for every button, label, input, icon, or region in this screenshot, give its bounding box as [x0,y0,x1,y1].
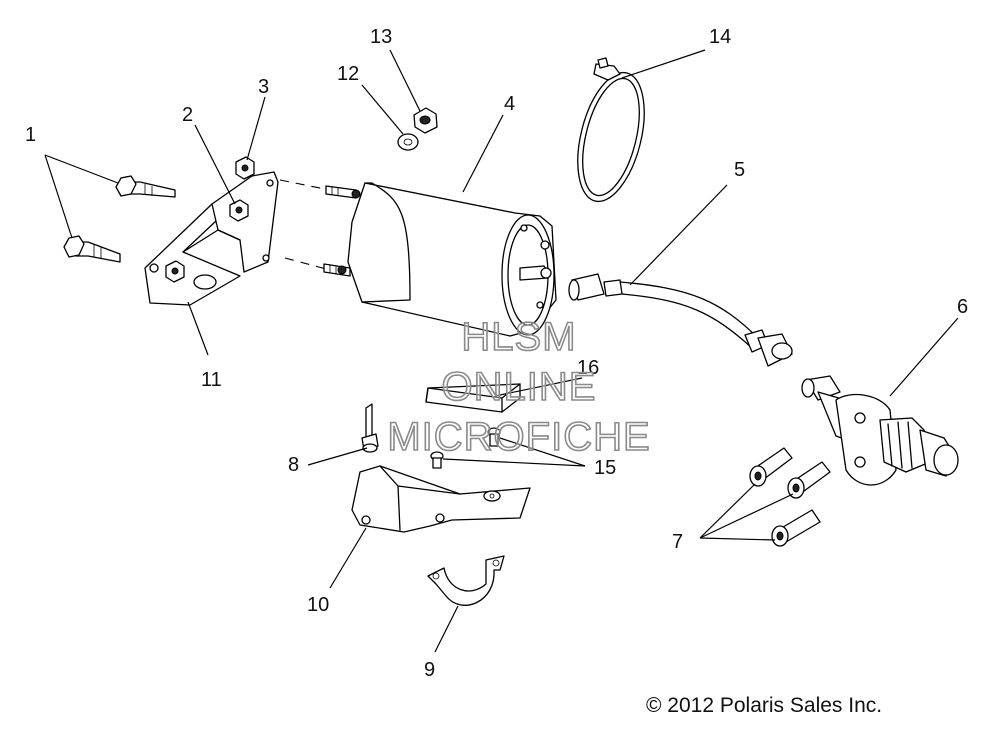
callout-7: 7 [672,531,683,553]
callout-13: 13 [370,26,392,48]
bolt-lower [63,235,121,263]
callout-15: 15 [594,457,616,479]
copyright-notice: © 2012 Polaris Sales Inc. [646,694,882,717]
bendix-drive [801,375,959,486]
callout-8: 8 [288,454,299,476]
callout-9: 9 [424,659,435,681]
watermark-line-3: MICROFICHE [387,415,650,459]
screw-7b [787,461,831,499]
callout-1: 1 [25,124,36,146]
callout-16: 16 [577,357,599,379]
starter-motor [323,182,557,337]
watermark: HLSM ONLINE MICROFICHE [387,314,651,460]
bolt-upper [115,175,176,198]
rubber-pad [425,383,521,413]
callout-4: 4 [504,93,515,115]
screw-7a [749,447,793,487]
washer-12 [397,133,419,151]
callout-11: 11 [201,369,222,391]
watermark-line-1: HLSM [461,315,576,359]
callout-numbers: 1 2 3 4 5 6 7 8 9 10 11 12 13 14 15 16 [25,26,968,681]
flange-nut-upper [229,199,249,222]
callout-14: 14 [709,26,731,48]
watermark-line-2: ONLINE [442,365,597,409]
screw-7c [771,509,821,547]
hose-clamp [577,57,645,203]
callout-2: 2 [182,104,193,126]
callout-3: 3 [258,76,269,98]
flange-nut-lower [165,260,185,283]
support-bracket [351,465,531,533]
callout-6: 6 [957,296,968,318]
screw-15b [430,451,444,469]
drive-shaft [568,273,793,367]
rivet [361,403,379,453]
screw-15a [487,427,501,447]
callout-10: 10 [307,594,329,616]
leader-lines [44,49,959,653]
strap-clamp [427,555,505,606]
callout-5: 5 [734,159,745,181]
hex-nut-13 [413,107,438,134]
hex-nut-3 [235,156,255,180]
callout-12: 12 [337,63,359,85]
